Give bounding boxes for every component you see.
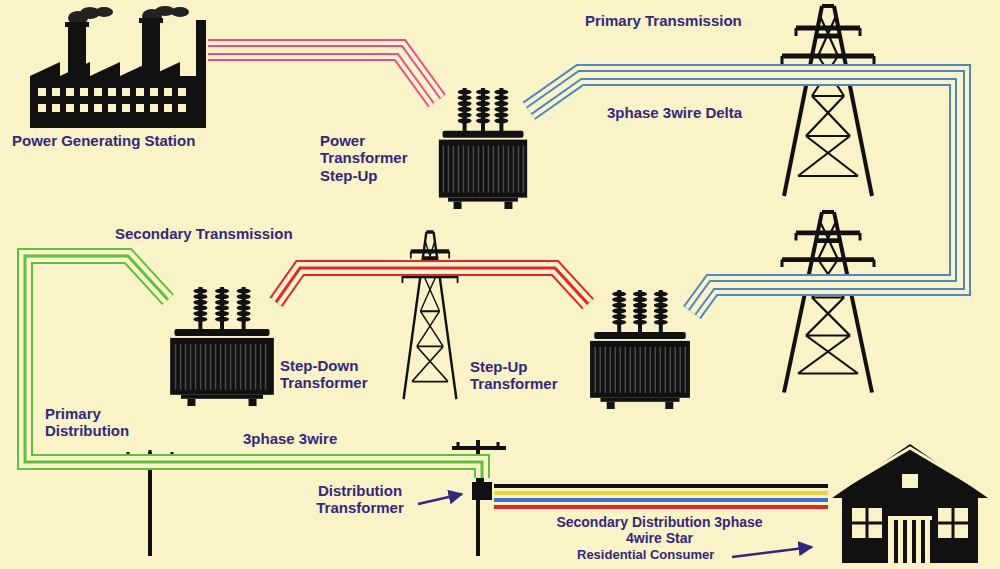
power-line xyxy=(529,75,960,312)
house: Residential Consumer xyxy=(828,440,992,565)
wire xyxy=(494,505,828,509)
wire-bundle xyxy=(276,268,588,304)
wire-label: Secondary Distribution 3phase 4wire Star xyxy=(552,514,767,546)
wire-label: Primary Distribution xyxy=(45,405,145,440)
transformer-symbol-drawing xyxy=(588,288,692,410)
component-label: Step-Down Transformer xyxy=(280,357,392,392)
power-line xyxy=(494,486,828,507)
transformer-symbol: Power Transformer Step-Up xyxy=(437,86,529,210)
wire-bundle xyxy=(25,256,482,478)
power-station-drawing xyxy=(30,4,208,128)
house-drawing xyxy=(828,440,992,565)
wire-label: 3phase 3wire xyxy=(243,430,383,447)
distribution-transformer-drawing xyxy=(470,478,494,502)
wire-bundle xyxy=(208,50,437,101)
transmission-tower xyxy=(782,6,874,196)
wire-bundle xyxy=(529,75,960,312)
component-label: Distribution Transformer xyxy=(300,482,420,517)
wire-bundle xyxy=(529,75,960,312)
wire-bundle xyxy=(25,256,482,478)
wire-bundle xyxy=(208,50,437,101)
wire-label: Primary Transmission xyxy=(585,12,795,29)
leader-arrow xyxy=(732,547,812,557)
transformer-symbol-drawing xyxy=(168,285,276,407)
power-line xyxy=(208,50,437,101)
wire-bundle xyxy=(276,268,588,304)
component-label: Residential Consumer xyxy=(577,548,777,563)
power-line xyxy=(276,268,588,304)
transmission-tower xyxy=(782,212,874,393)
wire xyxy=(494,491,828,495)
power-station: Power Generating Station xyxy=(30,4,208,128)
wire-label: 3phase 3wire Delta xyxy=(607,104,797,121)
wire-bundle xyxy=(208,50,437,101)
component-label: Step-Up Transformer xyxy=(470,358,584,393)
wire-label: Secondary Transmission xyxy=(115,225,345,242)
component-label: Power Generating Station xyxy=(12,132,252,149)
leader-arrow xyxy=(418,494,462,504)
transmission-tower xyxy=(402,232,457,399)
distribution-transformer: Distribution Transformer xyxy=(470,478,494,502)
transformer-symbol: Step-Up Transformer xyxy=(588,288,692,410)
wire-bundle xyxy=(25,256,482,478)
power-line xyxy=(25,256,482,478)
transformer-symbol: Step-Down Transformer xyxy=(168,285,276,407)
transformer-symbol-drawing xyxy=(437,86,529,210)
wire-bundle xyxy=(529,75,960,312)
wire-bundle xyxy=(529,75,960,312)
wire-bundle xyxy=(208,50,437,101)
wire xyxy=(494,484,828,488)
wire xyxy=(494,498,828,502)
wire-bundle xyxy=(276,268,588,304)
component-label: Power Transformer Step-Up xyxy=(320,132,432,184)
